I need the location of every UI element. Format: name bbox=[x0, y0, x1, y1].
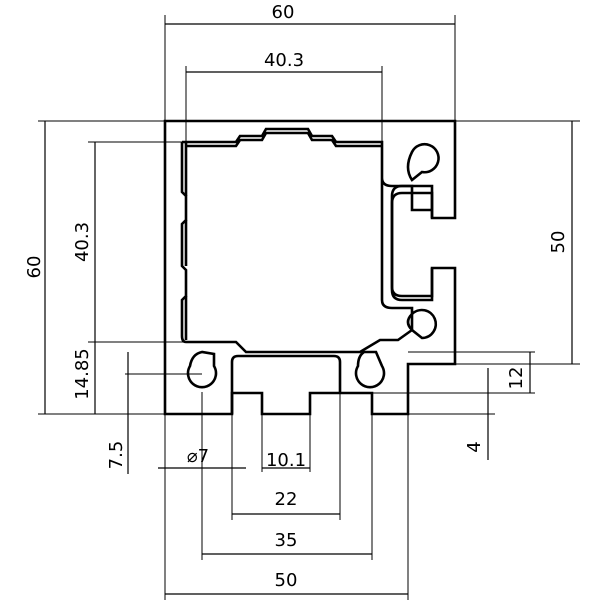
profile-outer-outline bbox=[163, 119, 457, 416]
dim-slot-offset-small: 7.5 bbox=[106, 441, 127, 470]
dim-bottom-width: 50 bbox=[275, 570, 298, 591]
dim-slot-width: 22 bbox=[275, 489, 298, 510]
top-wall-inner bbox=[186, 131, 382, 148]
dim-right-step: 12 bbox=[506, 367, 527, 390]
hole-bottom-right bbox=[406, 308, 438, 340]
profile-inner-cavity bbox=[180, 127, 432, 354]
dim-top-width: 60 bbox=[272, 2, 295, 23]
dim-inner-left-height: 40.3 bbox=[72, 222, 93, 262]
dim-inner-top-width: 40.3 bbox=[264, 50, 304, 71]
dim-slot-depth: 4 bbox=[464, 441, 485, 452]
t-slot bbox=[230, 354, 342, 414]
dim-hole-diameter: ⌀7 bbox=[187, 446, 209, 467]
hole-bottom-left bbox=[186, 350, 218, 389]
dim-hole-spacing: 35 bbox=[275, 530, 298, 551]
right-channel-inner bbox=[390, 184, 434, 302]
dimension-lines bbox=[44, 23, 573, 595]
extension-lines bbox=[38, 15, 580, 600]
dim-slot-opening: 10.1 bbox=[266, 450, 306, 471]
dim-right-height: 50 bbox=[548, 231, 569, 254]
hole-bottom-mid bbox=[354, 350, 386, 389]
hole-top-right bbox=[406, 142, 440, 182]
dim-left-height: 60 bbox=[24, 256, 45, 279]
dim-bottom-offset: 14.85 bbox=[72, 348, 93, 400]
